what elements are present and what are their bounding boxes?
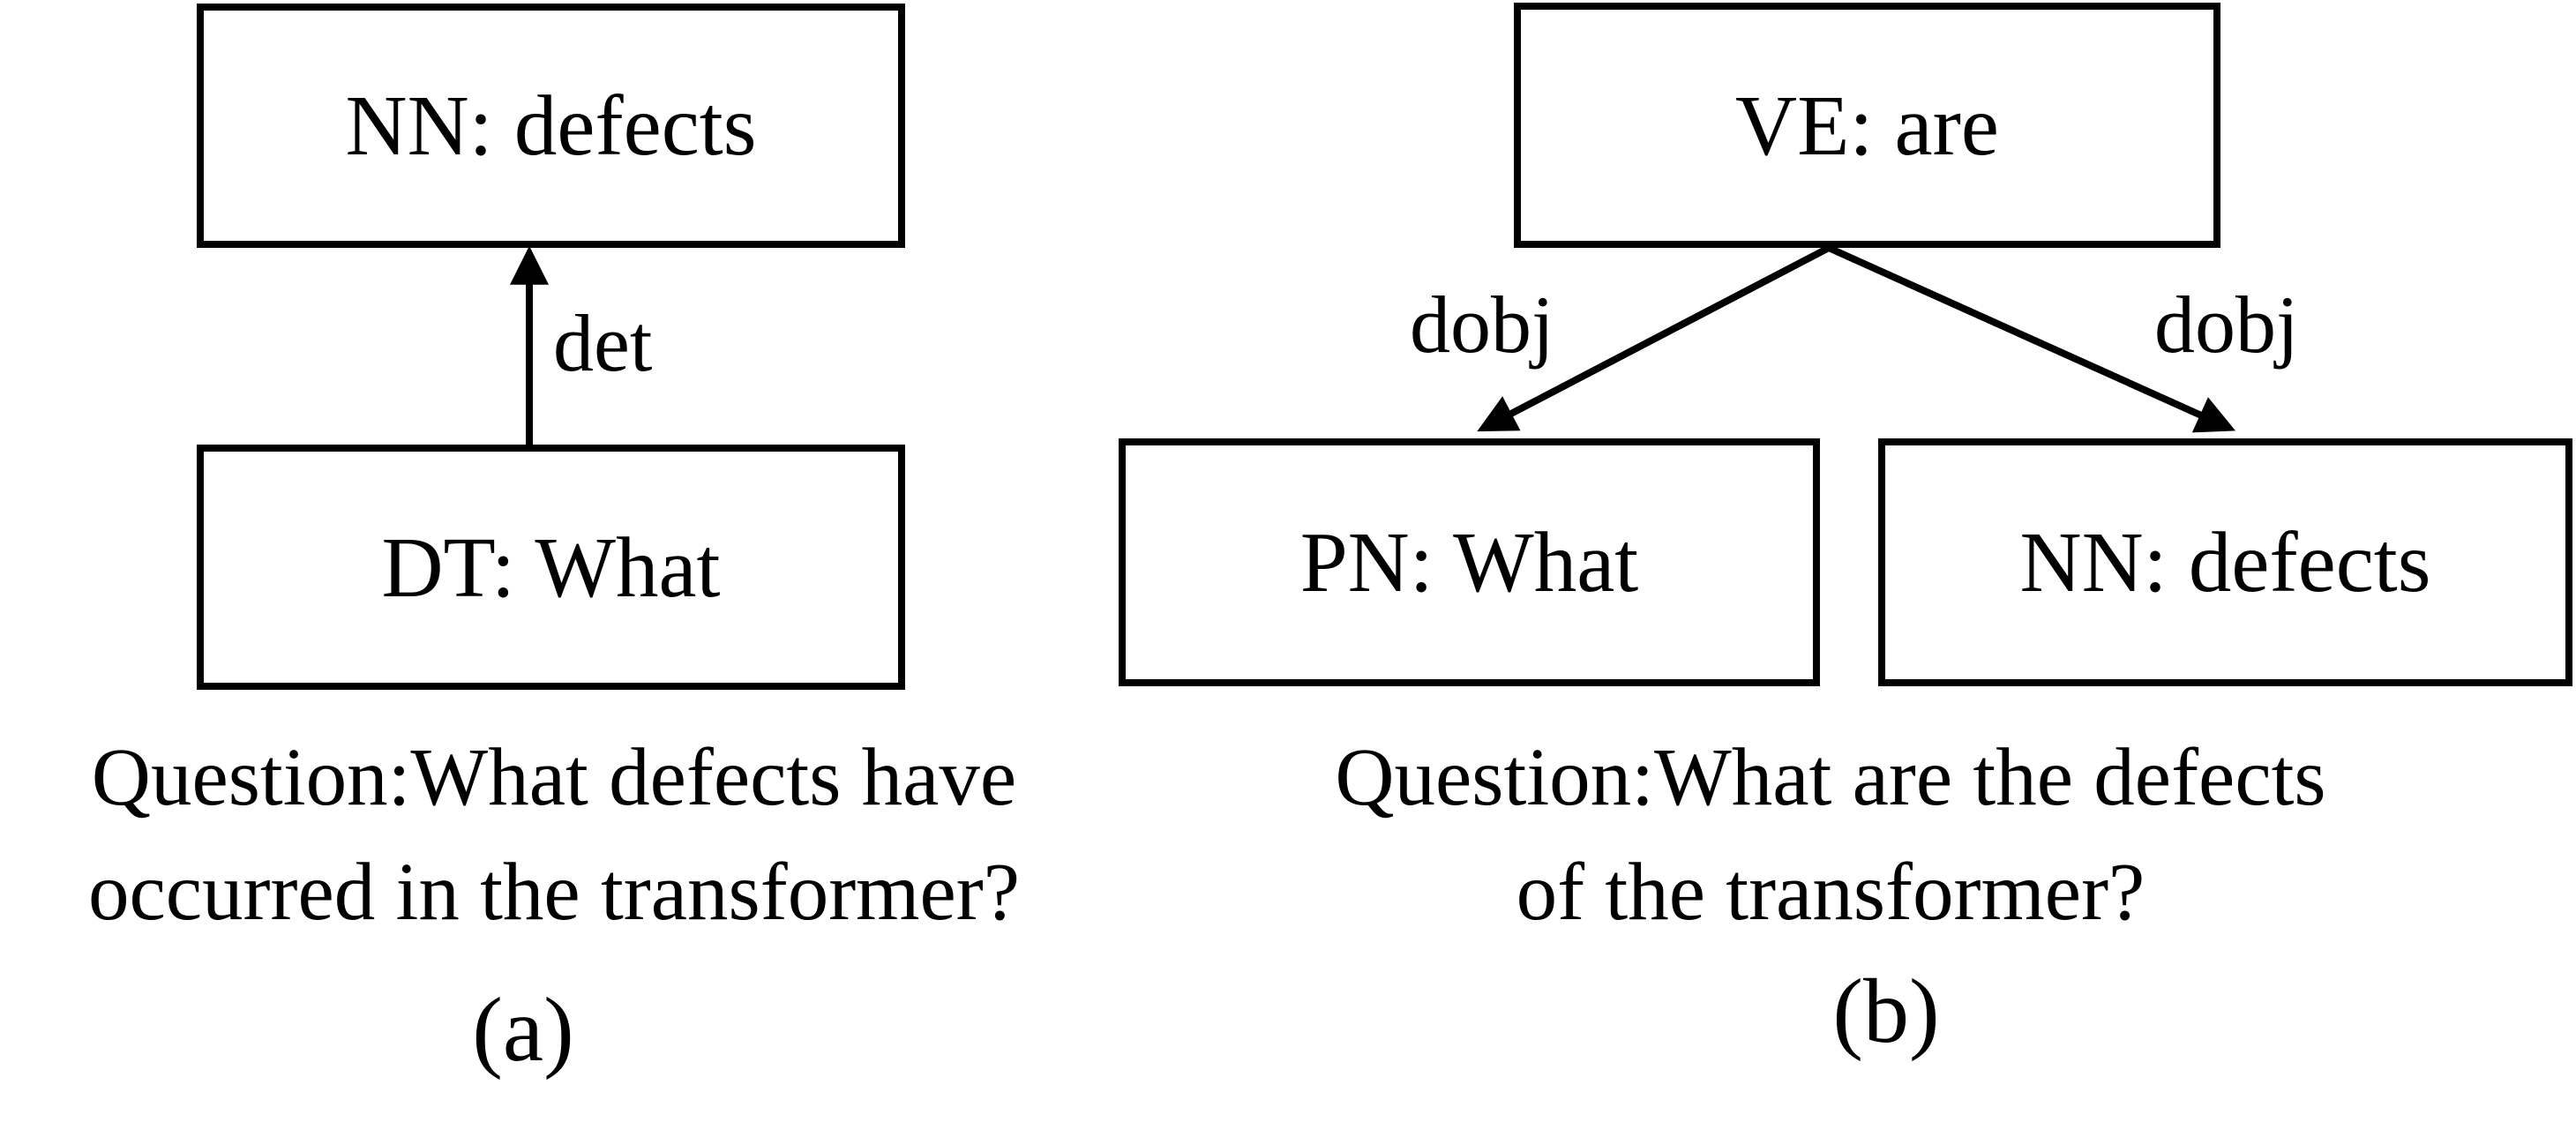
- node-pn-what-label: PN: What: [1299, 515, 1639, 610]
- question-a-line1: Question:What defects have: [91, 732, 1017, 823]
- node-nn-defects-a: NN: defects: [197, 4, 905, 248]
- node-pn-what: PN: What: [1119, 438, 1820, 686]
- panel-label-a: (a): [472, 979, 574, 1081]
- question-b-line2: of the transformer?: [1516, 847, 2145, 938]
- node-dt-what: DT: What: [197, 445, 905, 690]
- edge-label-dobj-left: dobj: [1410, 280, 1554, 370]
- node-nn-defects-b: NN: defects: [1878, 438, 2572, 686]
- question-a: Question:What defects have occurred in t…: [0, 721, 1108, 950]
- question-b: Question:What are the defects of the tra…: [1270, 721, 2391, 950]
- node-nn-defects-a-label: NN: defects: [345, 79, 757, 173]
- node-ve-are-label: VE: are: [1735, 78, 1999, 173]
- node-dt-what-label: DT: What: [381, 520, 721, 615]
- edge-label-det: det: [553, 298, 653, 388]
- question-a-line2: occurred in the transformer?: [87, 847, 1021, 938]
- node-nn-defects-b-label: NN: defects: [2019, 515, 2431, 610]
- edge-label-dobj-right: dobj: [2154, 280, 2299, 370]
- node-ve-are: VE: are: [1514, 3, 2220, 248]
- question-b-line1: Question:What are the defects: [1335, 732, 2326, 823]
- panel-label-b: (b): [1832, 961, 1940, 1062]
